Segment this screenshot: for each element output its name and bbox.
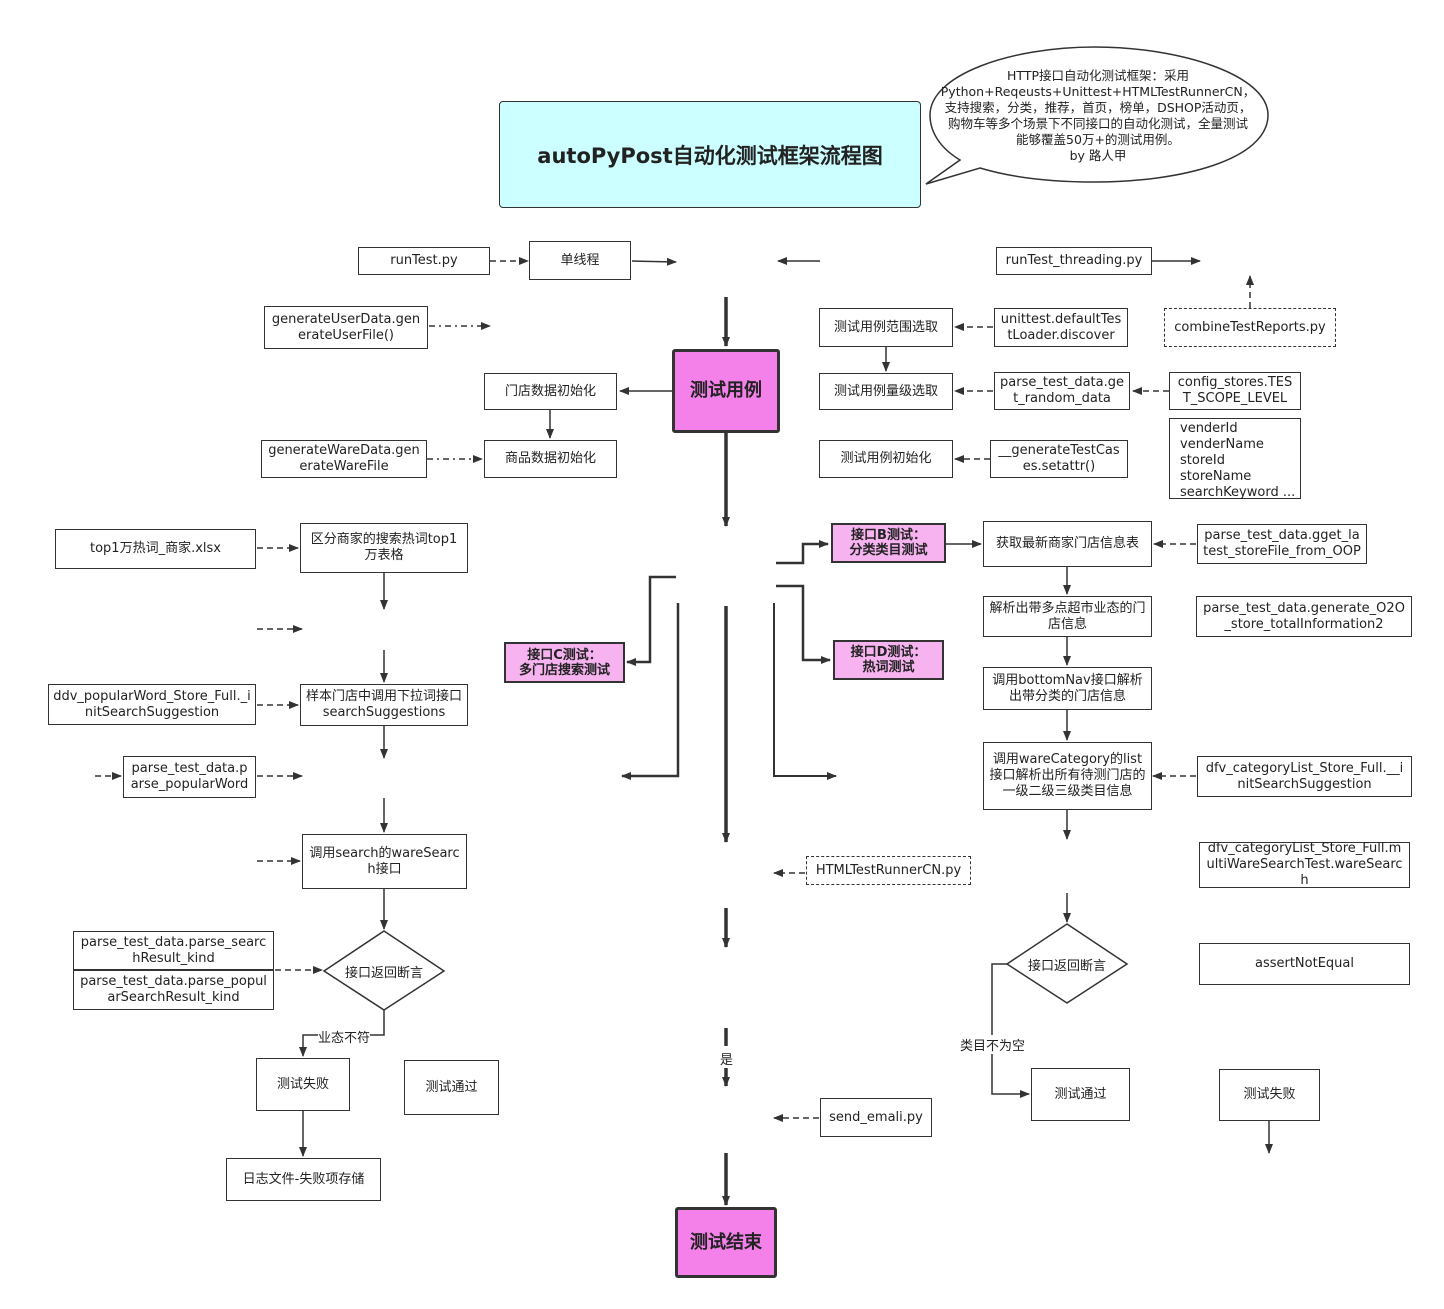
parse-latest-node: parse_test_data.gget_latest_storeFile_fr… [1197, 524, 1367, 564]
api-c-node: 接口C测试： 多门店搜索测试 [504, 642, 625, 683]
assert-diamond-left [322, 930, 446, 1011]
not-empty-label: 类目不为空 [960, 1035, 1026, 1054]
log-file-node: 日志文件-失败项存储 [226, 1158, 381, 1201]
single-thread-node: 单线程 [529, 241, 631, 280]
fields-list-node: venderId venderName storeId storeName se… [1169, 418, 1301, 500]
fail-left-node: 测试失败 [256, 1058, 350, 1111]
parse-popular-kind-node: parse_test_data.parse_popularSearchResul… [73, 970, 274, 1010]
store-init-node: 门店数据初始化 [484, 373, 617, 410]
case-init-node: 测试用例初始化 [819, 440, 953, 478]
ware-category-node: 调用wareCategory的list接口解析出所有待测门店的一级二级三级类目信… [983, 742, 1152, 810]
callout-bubble [925, 46, 1269, 185]
top-hotword-xlsx-node: top1万热词_商家.xlsx [55, 529, 256, 569]
sample-store-node: 样本门店中调用下拉词接口searchSuggestions [300, 684, 468, 726]
field-item: storeName [1180, 469, 1252, 484]
test-case-node: 测试用例 [672, 349, 780, 433]
scope-select-node: 测试用例范围选取 [819, 308, 953, 347]
dfv-category-node: dfv_categoryList_Store_Full.__initSearch… [1197, 756, 1412, 797]
config-stores-node: config_stores.TEST_SCOPE_LEVEL [1169, 372, 1301, 410]
run-test-threading-node: runTest_threading.py [996, 247, 1152, 275]
field-item: storeId [1180, 453, 1225, 468]
parse-multi-node: 解析出带多点超市业态的门店信息 [983, 596, 1152, 637]
yes-label: 是 [720, 1049, 734, 1068]
ware-search-node: 调用search的wareSearch接口 [302, 834, 467, 889]
pass-left-node: 测试通过 [404, 1060, 499, 1115]
parse-random-node: parse_test_data.get_random_data [994, 372, 1130, 410]
callout-line: 能够覆盖50万+的测试用例。 [1016, 132, 1180, 147]
fail-right-node: 测试失败 [1219, 1069, 1320, 1121]
ware-init-node: 商品数据初始化 [484, 440, 617, 478]
test-end-node: 测试结束 [675, 1207, 777, 1278]
callout-text: HTTP接口自动化测试框架：采用 Python+Reqeusts+Unittes… [935, 68, 1261, 164]
parse-popular-node: parse_test_data.parse_popularWord [123, 756, 256, 798]
assert-not-equal-node: assertNotEqual [1199, 943, 1410, 985]
bottom-nav-node: 调用bottomNav接口解析出带分类的门店信息 [983, 667, 1152, 710]
generate-user-node: generateUserData.generateUserFile() [264, 306, 428, 349]
level-select-node: 测试用例量级选取 [819, 373, 953, 410]
assert-left-label: 接口返回断言 [344, 966, 423, 981]
callout-line: HTTP接口自动化测试框架：采用 [1007, 68, 1189, 83]
generate-test-cases-node: __generateTestCases.setattr() [990, 440, 1128, 478]
parse-search-kind-node: parse_test_data.parse_searchResult_kind [73, 931, 274, 970]
pass-right-node: 测试通过 [1031, 1068, 1130, 1121]
run-test-node: runTest.py [358, 247, 490, 275]
dfv-multi-node: dfv_categoryList_Store_Full.multiWareSea… [1199, 841, 1410, 888]
api-b-node: 接口B测试： 分类类目测试 [831, 523, 946, 563]
field-item: venderName [1180, 437, 1264, 452]
callout-line: Python+Reqeusts+Unittest+HTMLTestRunnerC… [940, 84, 1256, 99]
assert-right-label: 接口返回断言 [1027, 959, 1106, 974]
unittest-discover-node: unittest.defaultTestLoader.discover [994, 308, 1128, 347]
callout-line: 购物车等多个场景下不同接口的自动化测试，全量测试 [947, 116, 1248, 131]
assert-diamond-right [1005, 923, 1129, 1004]
send-email-node: send_emali.py [820, 1098, 932, 1137]
api-d-node: 接口D测试： 热词测试 [833, 640, 944, 680]
parse-o2o-node: parse_test_data.generate_O2O_store_total… [1196, 596, 1412, 637]
mismatch-label: 业态不符 [318, 1027, 371, 1046]
latest-store-node: 获取最新商家门店信息表 [983, 521, 1152, 567]
html-runner-node: HTMLTestRunnerCN.py [806, 856, 971, 885]
callout-line: 支持搜索，分类，推荐，首页，榜单，DSHOP活动页， [944, 100, 1252, 115]
generate-ware-node: generateWareData.generateWareFile [261, 440, 427, 478]
combine-reports-node: combineTestReports.py [1164, 308, 1336, 347]
callout-line: by 路人甲 [1069, 148, 1127, 163]
page-title: autoPyPost自动化测试框架流程图 [499, 101, 921, 208]
field-item: searchKeyword ... [1180, 485, 1296, 500]
field-item: venderId [1180, 421, 1238, 436]
hotword-table-node: 区分商家的搜索热词top1万表格 [300, 523, 468, 573]
ddv-popular-node: ddv_popularWord_Store_Full._initSearchSu… [48, 684, 256, 725]
